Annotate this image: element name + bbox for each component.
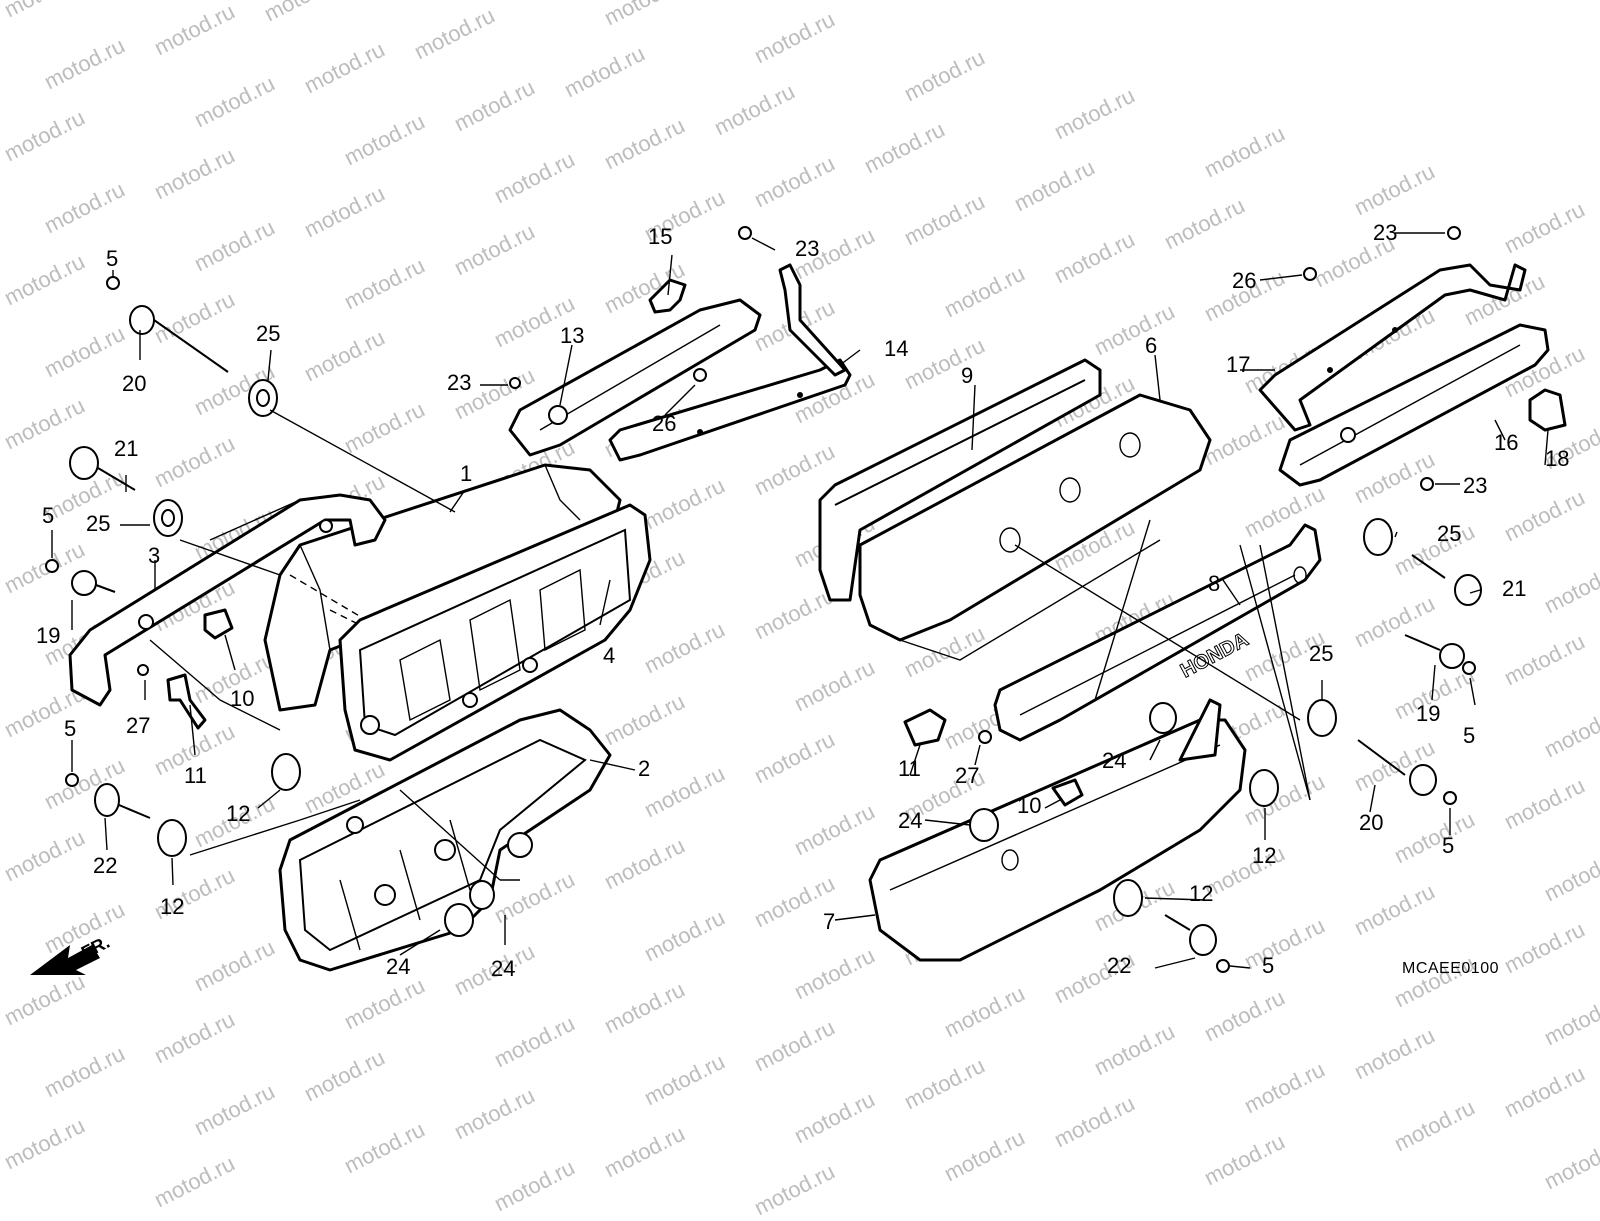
callout-5-right-b: 5 — [1442, 833, 1455, 858]
right-hardware — [903, 226, 1483, 973]
callout-5-top-left: 5 — [106, 246, 119, 271]
callout-6: 6 — [1145, 333, 1158, 358]
callout-2: 2 — [638, 756, 651, 781]
callout-9: 9 — [961, 363, 974, 388]
callout-12-right-b: 12 — [1189, 881, 1214, 906]
part-9-lid-frame — [818, 358, 1102, 602]
callout-12-right-a: 12 — [1252, 843, 1277, 868]
callout-8: 8 — [1208, 571, 1221, 596]
callout-5-left-low: 5 — [64, 716, 77, 741]
callout-23-top-right: 23 — [1373, 220, 1398, 245]
callout-22-right: 22 — [1107, 953, 1132, 978]
callout-5-left-mid: 5 — [42, 503, 55, 528]
part-6-lid — [858, 393, 1212, 661]
part-18-cap — [1528, 388, 1567, 432]
callout-3: 3 — [148, 543, 161, 568]
part-3-strap — [68, 493, 387, 707]
part-2-tray — [278, 708, 612, 972]
callout-25-left-mid: 25 — [86, 511, 111, 536]
callout-14: 14 — [884, 336, 909, 361]
callout-13: 13 — [560, 323, 585, 348]
part-14-bar — [608, 263, 852, 462]
callout-15: 15 — [648, 224, 673, 249]
callout-7: 7 — [823, 909, 836, 934]
part-13-rail — [508, 298, 762, 457]
callout-5-right-a: 5 — [1463, 723, 1476, 748]
callout-26-right: 26 — [1232, 268, 1257, 293]
leader-lines — [51, 232, 1549, 969]
callout-23-top-mid: 23 — [795, 236, 820, 261]
callout-23-left-mid: 23 — [447, 370, 472, 395]
callout-22-left: 22 — [93, 853, 118, 878]
callout-11-left: 11 — [184, 763, 207, 788]
callout-12-left-a: 12 — [226, 801, 251, 826]
callout-24-right-a: 24 — [1102, 748, 1127, 773]
callout-24-left-b: 24 — [491, 956, 516, 981]
callout-5-right-c: 5 — [1262, 953, 1275, 978]
part-16-rail — [1278, 323, 1550, 487]
callout-10-right: 10 — [1017, 793, 1042, 818]
callout-11-right: 11 — [898, 756, 921, 781]
diagram-code: MCAEE0100 — [1402, 960, 1499, 977]
callout-24-left-a: 24 — [386, 954, 411, 979]
callout-4: 4 — [603, 643, 616, 668]
callout-16: 16 — [1494, 430, 1519, 455]
callout-20-left: 20 — [122, 371, 147, 396]
left-hardware — [45, 226, 752, 937]
part-7-lower-panel — [868, 698, 1247, 962]
callout-26-left: 26 — [652, 411, 677, 436]
part-15-clip — [648, 278, 687, 314]
callout-1: 1 — [460, 461, 473, 486]
callout-19-left: 19 — [36, 623, 61, 648]
callout-21-right: 21 — [1502, 576, 1527, 601]
callout-27-left: 27 — [126, 713, 151, 738]
callout-25-right-b: 25 — [1309, 641, 1334, 666]
callout-12-left-b: 12 — [160, 894, 185, 919]
callout-10-left: 10 — [230, 686, 255, 711]
callout-25-right-a: 25 — [1437, 521, 1462, 546]
part-4-frame — [338, 503, 652, 762]
callout-25-left-top: 25 — [256, 321, 281, 346]
callout-17: 17 — [1226, 352, 1251, 377]
front-arrow-icon — [30, 945, 100, 975]
callout-20-right: 20 — [1359, 810, 1384, 835]
callout-24-right-b: 24 — [898, 808, 923, 833]
callout-27-right: 27 — [955, 763, 980, 788]
callout-23-right-mid: 23 — [1463, 473, 1488, 498]
callout-19-right: 19 — [1416, 701, 1441, 726]
callout-18: 18 — [1545, 446, 1570, 471]
part-17-bracket — [1258, 263, 1527, 432]
callout-21-left: 21 — [114, 436, 139, 461]
